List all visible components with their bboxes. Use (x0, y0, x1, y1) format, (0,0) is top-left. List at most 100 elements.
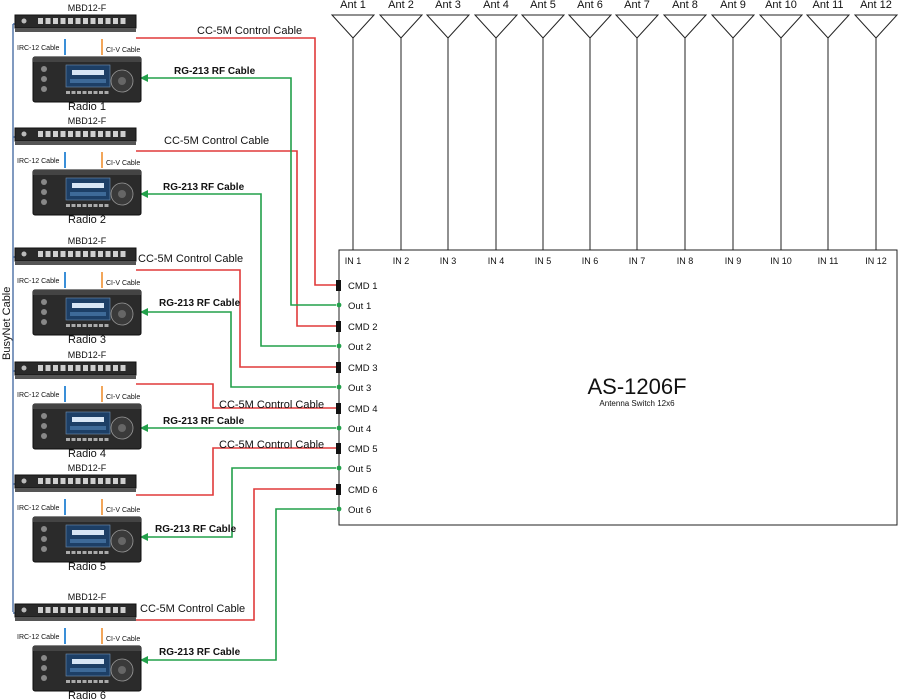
control-box-button (105, 131, 111, 137)
control-box-button (53, 365, 58, 371)
antenna-icon (473, 14, 519, 39)
irc-cable-label: IRC-12 Cable (17, 45, 60, 52)
control-cable (136, 383, 336, 409)
rf-cable-label: RG-213 RF Cable (159, 298, 241, 309)
switch-input-label: IN 2 (393, 256, 410, 266)
out-port-label: Out 2 (348, 342, 371, 353)
radio-knob (41, 655, 47, 661)
radio-knob (41, 526, 47, 532)
control-box-base (15, 141, 136, 145)
control-cable (136, 488, 336, 621)
switch-input-label: IN 5 (535, 256, 552, 266)
antenna-label: Ant 6 (577, 0, 603, 11)
antenna-icon (710, 14, 756, 39)
control-box-base (15, 261, 136, 265)
control-box-button (83, 478, 88, 484)
radio-button (99, 680, 103, 683)
control-cable-label: CC-5M Control Cable (138, 253, 243, 265)
control-cable (136, 447, 336, 496)
control-box-button (120, 18, 126, 24)
control-box-power-icon (21, 607, 27, 613)
antenna-icon (425, 14, 471, 39)
radio-knob (41, 179, 47, 185)
radio-display-scope (70, 426, 106, 430)
switch-input-label: IN 7 (629, 256, 646, 266)
radio-knob (41, 665, 47, 671)
antenna-label: Ant 11 (813, 0, 844, 11)
control-box-button (45, 251, 51, 257)
radio-knob (41, 76, 47, 82)
control-cable-label: CC-5M Control Cable (219, 439, 324, 451)
radio-button (77, 551, 81, 554)
control-box-button (45, 18, 51, 24)
cmd-port-connector (336, 280, 341, 291)
control-box-power-icon (21, 251, 27, 257)
rf-cable (146, 77, 336, 306)
out-port-label: Out 6 (348, 505, 371, 516)
antenna-label: Ant 12 (860, 0, 892, 11)
irc-cable-label: IRC-12 Cable (17, 392, 60, 399)
control-box-button (68, 607, 73, 613)
radio-label: Radio 2 (68, 214, 106, 226)
busynet-label: BusyNet Cable (1, 287, 13, 360)
control-box-button (83, 251, 88, 257)
radio-knob (41, 199, 47, 205)
radio-label: Radio 1 (68, 101, 106, 113)
control-box-button (105, 251, 111, 257)
radio-button (66, 204, 70, 207)
control-box-button (45, 478, 51, 484)
radio-button (66, 324, 70, 327)
rf-port-connector (336, 302, 342, 308)
radio-button (88, 324, 92, 327)
rf-port-connector (336, 506, 342, 512)
antenna-icon (805, 14, 851, 39)
control-box-button (38, 365, 43, 371)
control-box-button (105, 365, 111, 371)
radio-tuning-knob-center (118, 537, 126, 545)
rf-arrow-icon (140, 308, 148, 316)
radio-button (66, 680, 70, 683)
radio-knob (41, 189, 47, 195)
rf-arrow-icon (140, 656, 148, 664)
control-box-button (60, 18, 66, 24)
antenna-icon (520, 14, 566, 39)
radio-button (104, 204, 109, 207)
control-cable (136, 37, 336, 286)
control-box-button (113, 478, 118, 484)
irc-cable-label: IRC-12 Cable (17, 505, 60, 512)
rf-arrow-icon (140, 74, 148, 82)
radio-button (88, 204, 92, 207)
control-box-base (15, 488, 136, 492)
control-box-button (90, 131, 96, 137)
radio-button (77, 91, 81, 94)
radio-button (82, 204, 87, 207)
control-box-button (113, 607, 118, 613)
radio-display (65, 177, 111, 201)
radio-knob (41, 546, 47, 552)
antenna-icon (330, 14, 376, 39)
control-box-button (83, 131, 88, 137)
radio-button (77, 204, 81, 207)
cmd-port-label: CMD 2 (348, 322, 378, 333)
control-box-button (90, 18, 96, 24)
irc-cable-label: IRC-12 Cable (17, 278, 60, 285)
control-box-button (38, 607, 43, 613)
control-box-button (113, 18, 118, 24)
switch-input-label: IN 8 (677, 256, 694, 266)
cmd-port-connector (336, 484, 341, 495)
control-box-button (98, 131, 103, 137)
cmd-port-label: CMD 5 (348, 444, 378, 455)
antenna-label: Ant 9 (720, 0, 746, 11)
rf-cable (146, 467, 336, 538)
control-cable-label: CC-5M Control Cable (140, 603, 245, 615)
radio-display-frequency (72, 659, 104, 664)
switch-input-label: IN 10 (770, 256, 792, 266)
rf-cable (146, 311, 336, 388)
control-box-button (113, 251, 118, 257)
control-box-button (83, 18, 88, 24)
control-box-button (105, 478, 111, 484)
switch-input-label: IN 1 (345, 256, 362, 266)
radio-button (88, 438, 92, 441)
radio-label: Radio 5 (68, 561, 106, 573)
control-box-base (15, 375, 136, 379)
